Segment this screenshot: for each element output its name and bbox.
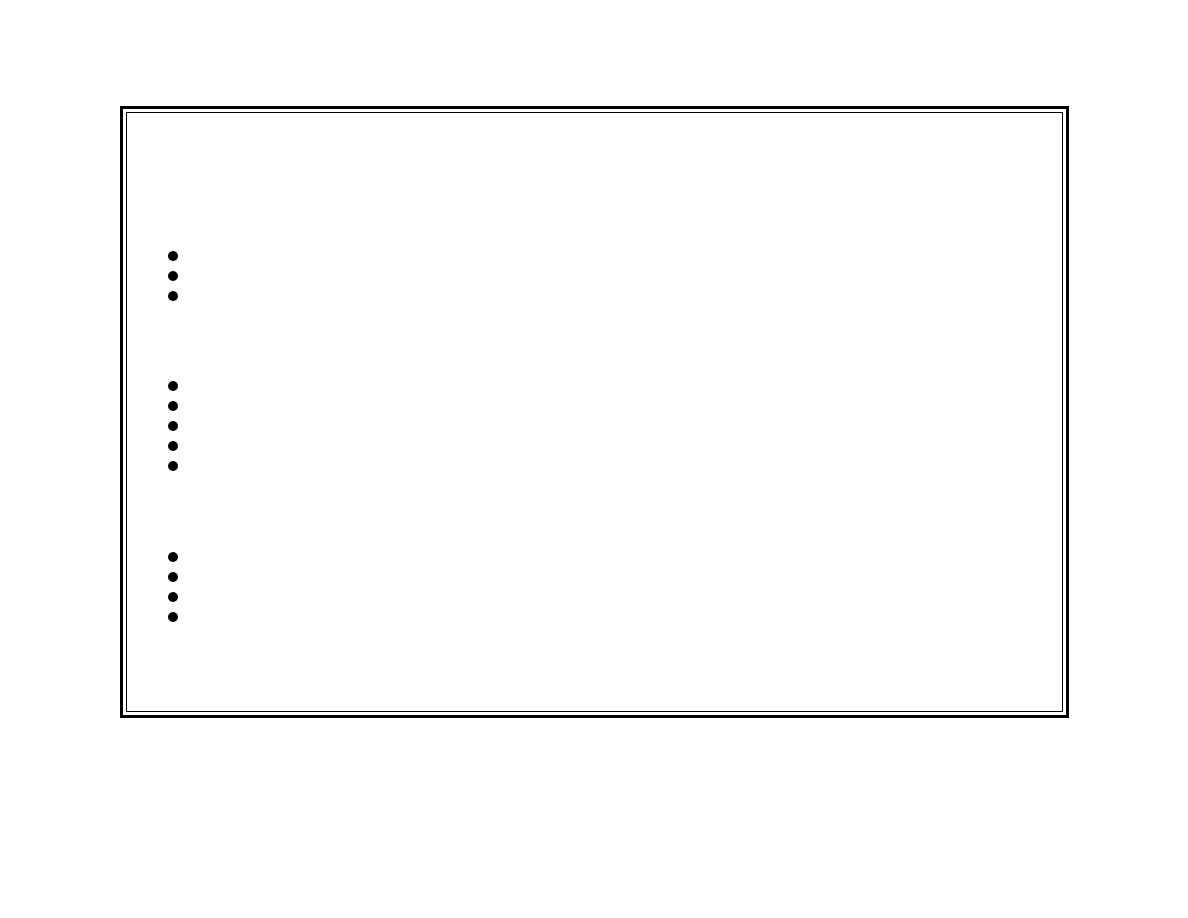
- bullet-icon: [168, 401, 178, 411]
- bullet-icon: [168, 381, 178, 391]
- list-item: [168, 246, 192, 266]
- list-item: [168, 396, 192, 416]
- bullet-list-3: [168, 547, 192, 627]
- bullet-icon: [168, 291, 178, 301]
- list-item: [168, 286, 192, 306]
- list-item: [168, 266, 192, 286]
- list-item: [168, 456, 192, 476]
- bullet-icon: [168, 421, 178, 431]
- list-item: [168, 376, 192, 396]
- list-item: [168, 567, 192, 587]
- list-item: [168, 547, 192, 567]
- bullet-icon: [168, 552, 178, 562]
- bullet-icon: [168, 592, 178, 602]
- bullet-list-2: [168, 376, 192, 476]
- bullet-icon: [168, 461, 178, 471]
- bullet-icon: [168, 441, 178, 451]
- list-item: [168, 607, 192, 627]
- bullet-list-1: [168, 246, 192, 306]
- page-border-inner: [126, 112, 1063, 712]
- page-border-outer: [120, 106, 1069, 718]
- bullet-icon: [168, 251, 178, 261]
- bullet-icon: [168, 271, 178, 281]
- bullet-icon: [168, 572, 178, 582]
- list-item: [168, 587, 192, 607]
- list-item: [168, 416, 192, 436]
- list-item: [168, 436, 192, 456]
- bullet-icon: [168, 612, 178, 622]
